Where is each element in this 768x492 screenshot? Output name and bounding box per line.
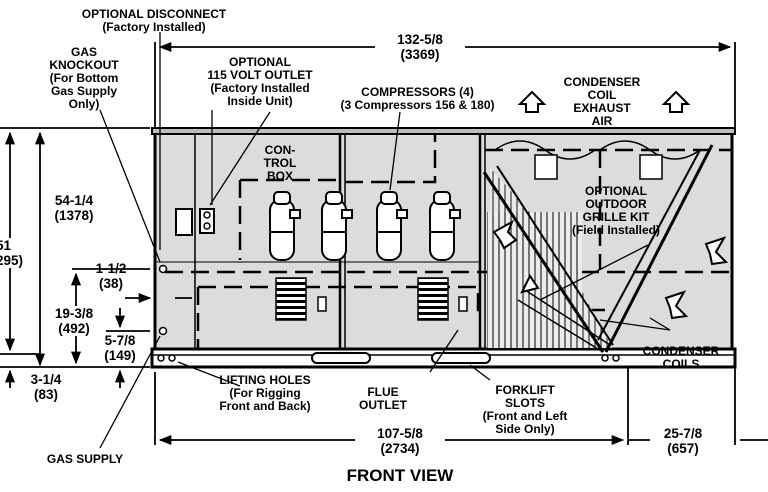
optional-disconnect-label: OPTIONAL DISCONNECT (Factory Installed)	[81, 7, 227, 34]
flue-outlet-label: FLUE OUTLET	[359, 385, 407, 412]
dim-19-3-8: 19-3/8 (492)	[42, 306, 106, 336]
gas-supply-label: GAS SUPPLY	[46, 452, 124, 466]
lifting-holes-label: LIFTING HOLES (For Rigging Front and Bac…	[219, 373, 311, 413]
forklift-slots	[311, 352, 491, 364]
dimension-lines	[0, 41, 768, 446]
airflow-arrows	[492, 90, 729, 320]
compressors	[269, 191, 461, 261]
condenser-coils-label: CONDENSER COILS	[642, 344, 720, 371]
view-title: FRONT VIEW	[346, 466, 454, 485]
disconnect-switch	[175, 208, 193, 236]
dim-height-total: 51 295)	[0, 238, 36, 268]
compressors-label: COMPRESSORS (4) (3 Compressors 156 & 180…	[340, 85, 495, 112]
dim-3-1-4: 3-1/4 (83)	[30, 372, 62, 402]
leader-lines	[99, 32, 671, 449]
forklift-slots-label: FORKLIFT SLOTS (Front and Left Side Only…	[482, 383, 568, 436]
dim-overall-width: 132-5/8 (3369)	[375, 32, 465, 62]
condenser-exhaust-label: CONDENSER COIL EXHAUST AIR	[563, 75, 641, 128]
dim-107-5-8: 107-5/8 (2734)	[355, 426, 445, 456]
dim-5-7-8: 5-7/8 (149)	[104, 333, 136, 363]
gas-knockout-label: GAS KNOCKOUT (For Bottom Gas Supply Only…	[49, 45, 119, 111]
outlet-receptacle	[199, 208, 215, 234]
dim-1-1-2: 1-1/2 (38)	[95, 261, 127, 291]
dim-height-upper: 54-1/4 (1378)	[44, 193, 104, 223]
dim-25-7-8: 25-7/8 (657)	[663, 426, 703, 456]
grille-kit-label: OPTIONAL OUTDOOR GRILLE KIT (Field Insta…	[571, 184, 660, 237]
gas-connections	[158, 264, 168, 336]
access-panel-louvers	[275, 277, 468, 321]
optional-outlet-label: OPTIONAL 115 VOLT OUTLET (Factory Instal…	[207, 55, 313, 108]
lifting-holes	[157, 354, 620, 362]
control-box-label: CON- TROL BOX	[263, 143, 297, 183]
